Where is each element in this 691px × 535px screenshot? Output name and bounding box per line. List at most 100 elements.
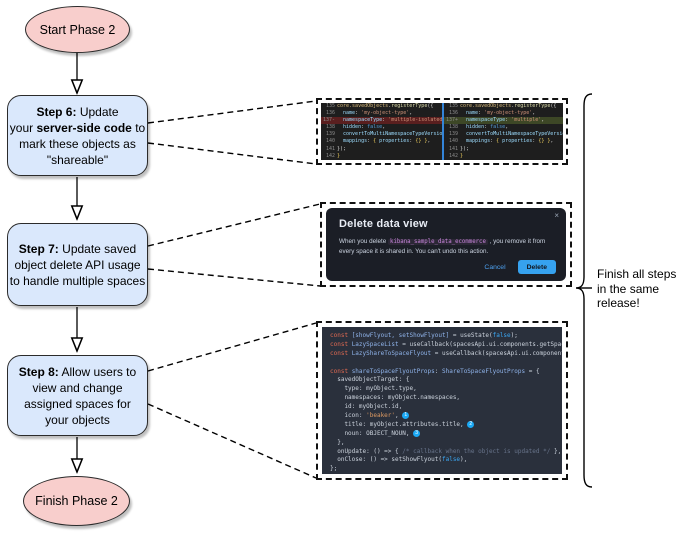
code-token: . (388, 103, 392, 109)
code-token: } (460, 152, 464, 159)
code-token: mappings (460, 138, 491, 145)
close-icon[interactable]: × (554, 211, 559, 220)
delete-button[interactable]: Delete (517, 260, 556, 274)
line-number: 141 (448, 145, 458, 152)
line-number: 137+ (445, 117, 458, 124)
code-token: registerType (391, 103, 428, 109)
code-line: }; (330, 465, 562, 474)
code-token: 'my-object-type' (361, 110, 410, 117)
release-note-line: release! (597, 296, 640, 311)
code-token: properties (379, 138, 410, 145)
code-line: icon: 'beaker', 1 (330, 412, 562, 421)
code-token: false (367, 124, 383, 131)
diff-line: 139 convertToMultiNamespaceTypeVersion: … (444, 131, 563, 138)
code-token: onUpdate: () => { (330, 447, 403, 455)
code-token: , (541, 117, 545, 124)
step-text-line: your objects (45, 412, 110, 427)
step-6-box: Step 6: Update your server-side code to … (7, 95, 148, 176)
callout-connector-step6-bottom (147, 142, 317, 165)
code-token: }, (550, 447, 562, 455)
code-content: namespaceType: 'multiple', (460, 117, 563, 124)
code-token: false (490, 124, 506, 131)
code-token: ), (460, 456, 468, 464)
line-number: 136 (325, 110, 335, 117)
callout-connector-step7-bottom (147, 268, 321, 287)
code-content: }); (337, 146, 442, 153)
release-note: Finish all steps in the same release! (597, 267, 676, 311)
code-token: {} } (415, 138, 428, 145)
code-token: registerType (514, 103, 551, 109)
code-token: 'beaker' (366, 412, 396, 420)
numbered-badge: 1 (402, 412, 410, 420)
dialog-title: Delete data view (339, 218, 428, 230)
code-chip: kibana_sample_data_ecommerce (388, 239, 488, 245)
code-line: id: myObject.id, (330, 403, 562, 412)
code-token: }); (337, 145, 347, 152)
code-token: ShareToSpaceFlyoutProps (442, 367, 526, 375)
code-token: : (355, 110, 362, 117)
code-token: { (496, 138, 503, 145)
code-line: savedObjectTarget: { (330, 376, 562, 385)
diff-line: 141}); (321, 146, 442, 153)
code-token: const (330, 340, 352, 348)
code-token: const (330, 367, 352, 375)
code-token: 'my-object-type' (484, 110, 533, 117)
line-number: 139 (325, 131, 335, 138)
start-label: Start Phase 2 (39, 22, 116, 37)
numbered-badge: 3 (413, 429, 421, 437)
code-token: /* callback when the object is updated *… (402, 447, 551, 455)
line-number: 141 (325, 145, 335, 152)
step-7-box: Step 7: Update saved object delete API u… (7, 223, 148, 306)
step-text-line: your server-side code to (9, 120, 146, 135)
callout-connector-step8-bottom (147, 403, 317, 479)
code-content: convertToMultiNamespaceTypeVersion: ' (337, 131, 442, 138)
step-text-line: mark these objects as (19, 136, 136, 151)
code-token: : (367, 138, 374, 145)
code-token: , (427, 138, 431, 145)
code-token: title: myObject.attributes.title, (330, 420, 468, 428)
code-token: : (490, 138, 497, 145)
code-line: noun: OBJECT_NOUN, 3 (330, 429, 562, 439)
code-token: name (337, 110, 356, 117)
code-token: core.savedObjects (337, 103, 389, 109)
diff-line: 136 name: 'my-object-type', (444, 110, 563, 117)
code-line: const LazySpaceList = useCallback(spaces… (330, 341, 562, 350)
callout-connector-step6-top (147, 100, 317, 124)
code-line: onClose: () => setShowFlyout(false), (330, 456, 562, 465)
diff-line: 140 mappings: { properties: {} }, (444, 138, 563, 145)
code-token: }, (330, 438, 345, 446)
line-number: 140 (448, 138, 458, 145)
code-token: , (382, 124, 386, 131)
step-text-line: to handle multiple spaces (9, 273, 146, 288)
diff-line: 142} (444, 153, 563, 160)
code-token: core.savedObjects (460, 103, 512, 109)
share-to-space-code: const [showFlyout, setShowFlyout] = useS… (322, 327, 562, 474)
code-token: : (484, 124, 491, 131)
code-token: , (532, 110, 536, 117)
start-terminal: Start Phase 2 (25, 6, 130, 53)
code-token: : (505, 117, 512, 124)
step-text-line: "shareable" (46, 152, 109, 167)
code-token: ); (510, 332, 518, 339)
code-token: false (441, 456, 461, 464)
cancel-button[interactable]: Cancel (484, 263, 506, 271)
code-token: {} } (538, 138, 551, 145)
code-token: namespaces: myObject.namespaces, (330, 394, 461, 402)
line-number: 142 (325, 152, 335, 159)
code-token: id: myObject.id, (330, 403, 403, 411)
code-content: } (460, 153, 563, 160)
code-token: = useCallback(spacesApi.ui.components.ge… (398, 340, 562, 348)
code-token: . (511, 103, 515, 109)
diff-line: 137+ namespaceType: 'multiple', (444, 117, 563, 125)
line-number: 135 (448, 103, 458, 109)
code-token: noun: OBJECT_NOUN, (330, 429, 414, 437)
diff-line: 142} (321, 153, 442, 160)
code-content: hidden: false, (337, 124, 442, 131)
code-snippet-screenshot: const [showFlyout, setShowFlyout] = useS… (316, 321, 568, 480)
callout-connector-step8-top (147, 322, 317, 372)
